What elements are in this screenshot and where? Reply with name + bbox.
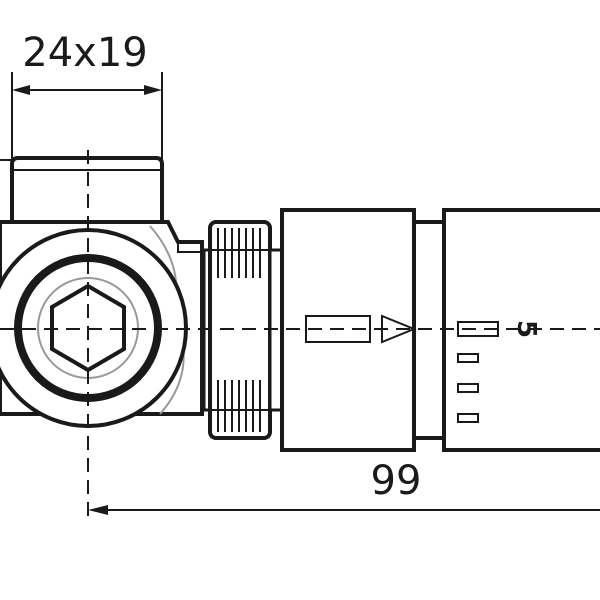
dimension-label-length: 99 bbox=[371, 458, 422, 504]
scale-mark-3 bbox=[457, 383, 479, 393]
knurling-top bbox=[217, 228, 261, 278]
scale-mark-2 bbox=[457, 353, 479, 363]
arrow-left-bottom-icon bbox=[88, 505, 108, 515]
dimension-label-wrench-size: 24x19 bbox=[22, 30, 147, 76]
arrow-left-icon bbox=[12, 85, 30, 95]
arrow-right-icon bbox=[144, 85, 162, 95]
scale-label-top: 5 bbox=[511, 320, 541, 338]
top-hex-nut bbox=[0, 156, 164, 224]
dimension-length bbox=[88, 505, 600, 515]
dimension-wrench-size bbox=[11, 72, 163, 160]
knurling-bottom bbox=[217, 380, 261, 432]
scale-mark-4 bbox=[457, 413, 479, 423]
thermostatic-head bbox=[280, 208, 600, 452]
center-lines bbox=[0, 150, 600, 520]
